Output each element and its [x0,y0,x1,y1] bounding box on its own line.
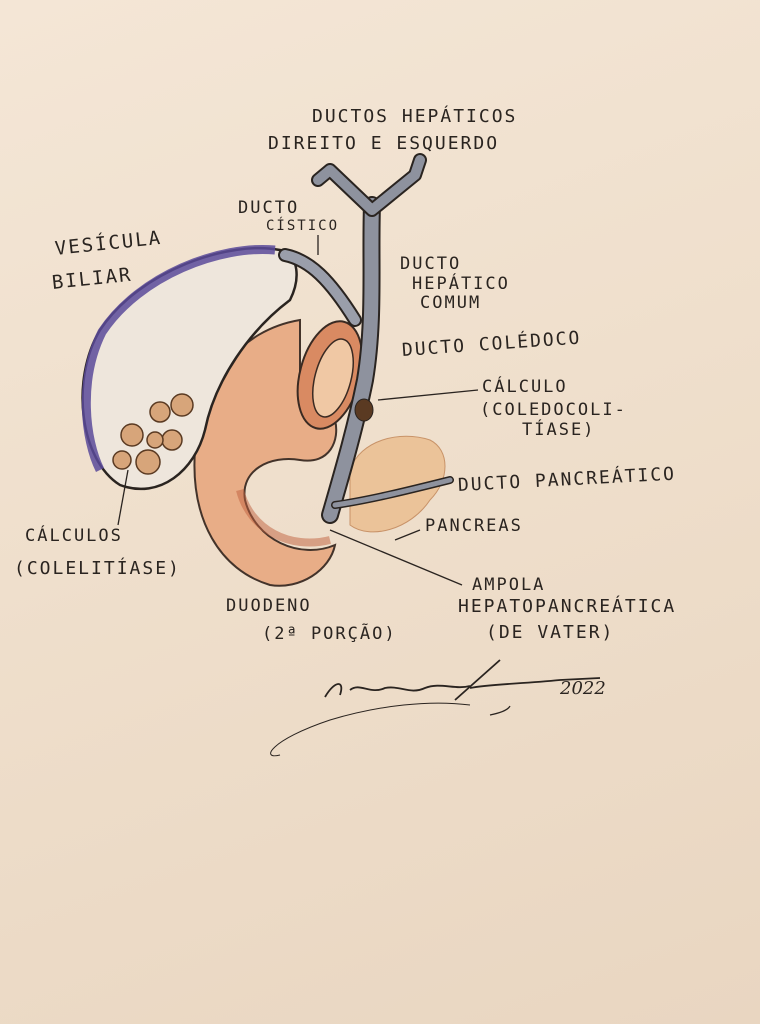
label-cystic-duct-1: DUCTO [238,198,300,218]
label-common-hepatic-2: HEPÁTICO [412,274,510,294]
label-gallstones-2: (COLELITÍASE) [14,558,181,579]
label-ampulla-1: AMPOLA [472,575,546,595]
signature-year: 2022 [560,678,606,699]
label-common-hepatic-3: COMUM [420,293,482,313]
label-gallstones-1: CÁLCULOS [25,526,123,546]
label-stone-2: (COLEDOCOLI- [480,400,627,420]
gallbladder-drawing [81,244,298,491]
label-stone-3: TÍASE) [522,420,596,440]
bile-ducts-drawing [278,153,454,524]
artist-signature [270,659,601,757]
label-cystic-duct-2: CÍSTICO [266,218,340,234]
label-hepatic-ducts-2: DIREITO E ESQUERDO [268,133,500,154]
duodenum-drawing [193,318,364,587]
label-ampulla-3: (DE VATER) [486,622,615,643]
label-hepatic-ducts-1: DUCTOS HEPÁTICOS [312,106,518,127]
label-duodenum-1: DUODENO [226,596,312,616]
label-ampulla-2: HEPATOPANCREÁTICA [458,596,677,617]
label-duodenum-2: (2ª PORÇÃO) [262,624,397,644]
label-common-hepatic-1: DUCTO [400,254,462,274]
common-bile-duct-stone [354,398,374,422]
label-stone-1: CÁLCULO [482,377,568,397]
pancreas-drawing [349,435,446,533]
label-pancreas: PANCREAS [425,516,523,536]
gallstones-drawing [112,393,194,475]
leader-lines [117,235,479,586]
